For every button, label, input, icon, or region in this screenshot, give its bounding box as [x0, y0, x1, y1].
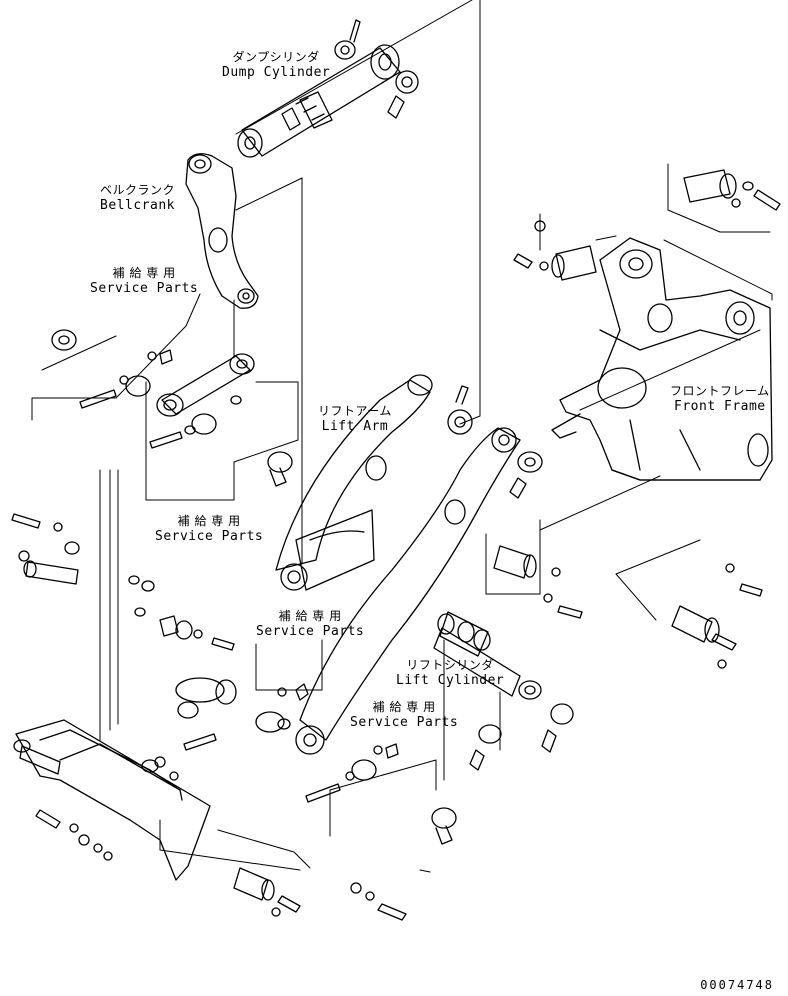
label-service-parts-1-en: Service Parts [90, 281, 199, 296]
service-kit-3 [184, 684, 308, 750]
dump-cylinder-pins [335, 20, 418, 118]
left-assembly [12, 514, 236, 880]
label-bellcrank: ベルクランク Bellcrank [100, 183, 175, 213]
service-kit-1 [52, 330, 172, 408]
label-bellcrank-jp: ベルクランク [100, 183, 176, 197]
label-service-parts-1: 補 給 専 用 Service Parts [90, 266, 198, 296]
front-frame-pins [514, 170, 780, 280]
lower-pins [36, 810, 406, 920]
dump-cylinder [238, 45, 400, 157]
label-front-frame-jp: フロントフレーム [670, 384, 770, 398]
label-service-parts-2-jp: 補 給 専 用 [177, 514, 241, 528]
label-front-frame: フロントフレーム Front Frame [670, 384, 770, 414]
label-service-parts-3-en: Service Parts [256, 624, 365, 639]
label-service-parts-4-en: Service Parts [350, 715, 459, 730]
lift-arm-fittings [366, 386, 542, 524]
label-lift-arm-jp: リフトアーム [318, 404, 392, 418]
label-service-parts-1-jp: 補 給 専 用 [112, 266, 176, 280]
label-dump-cylinder: ダンプシリンダ Dump Cylinder [222, 50, 330, 80]
service-kit-4 [306, 744, 456, 844]
label-lift-arm: リフトアーム Lift Arm [318, 404, 392, 434]
label-service-parts-3: 補 給 専 用 Service Parts [256, 609, 364, 639]
label-service-parts-2: 補 給 専 用 Service Parts [155, 514, 263, 544]
label-service-parts-4: 補 給 専 用 Service Parts [350, 700, 458, 730]
label-bellcrank-en: Bellcrank [100, 198, 175, 213]
label-service-parts-2-en: Service Parts [155, 529, 264, 544]
label-dump-cylinder-en: Dump Cylinder [222, 65, 331, 80]
label-front-frame-en: Front Frame [674, 399, 766, 414]
label-lift-cylinder: リフトシリンダ Lift Cylinder [396, 658, 504, 688]
label-dump-cylinder-jp: ダンプシリンダ [232, 50, 320, 64]
leader-lines [32, 0, 772, 872]
lift-cylinder [434, 612, 541, 699]
label-service-parts-3-jp: 補 給 専 用 [278, 609, 342, 623]
label-service-parts-4-jp: 補 給 専 用 [372, 700, 436, 714]
front-link [157, 354, 254, 416]
bellcrank [186, 154, 258, 309]
label-lift-cylinder-en: Lift Cylinder [396, 673, 505, 688]
lift-arm [276, 375, 520, 754]
lift-cylinder-pins [470, 546, 762, 770]
document-number: 00074748 [700, 978, 774, 992]
label-lift-cylinder-jp: リフトシリンダ [406, 658, 494, 672]
label-lift-arm-en: Lift Arm [321, 419, 389, 434]
service-kit-2 [150, 396, 292, 486]
front-frame [552, 238, 772, 480]
